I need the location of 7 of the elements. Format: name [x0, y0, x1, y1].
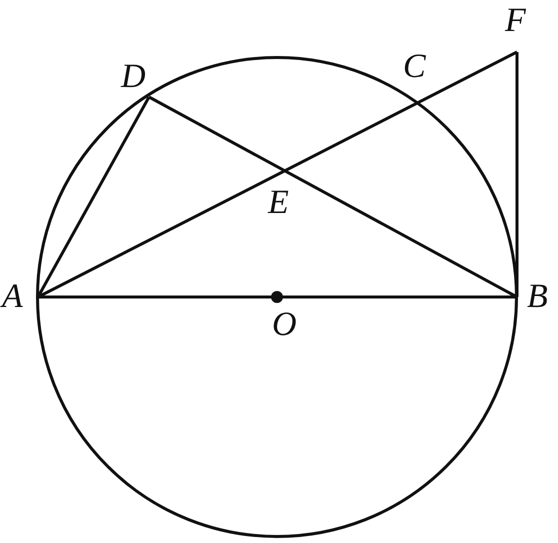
point-label: C — [403, 50, 426, 84]
point-label: O — [272, 308, 297, 342]
point-label: F — [505, 4, 526, 38]
point-label: A — [2, 280, 23, 314]
point-label: D — [121, 60, 146, 94]
point-label: B — [527, 280, 548, 314]
point-label: E — [268, 186, 289, 220]
